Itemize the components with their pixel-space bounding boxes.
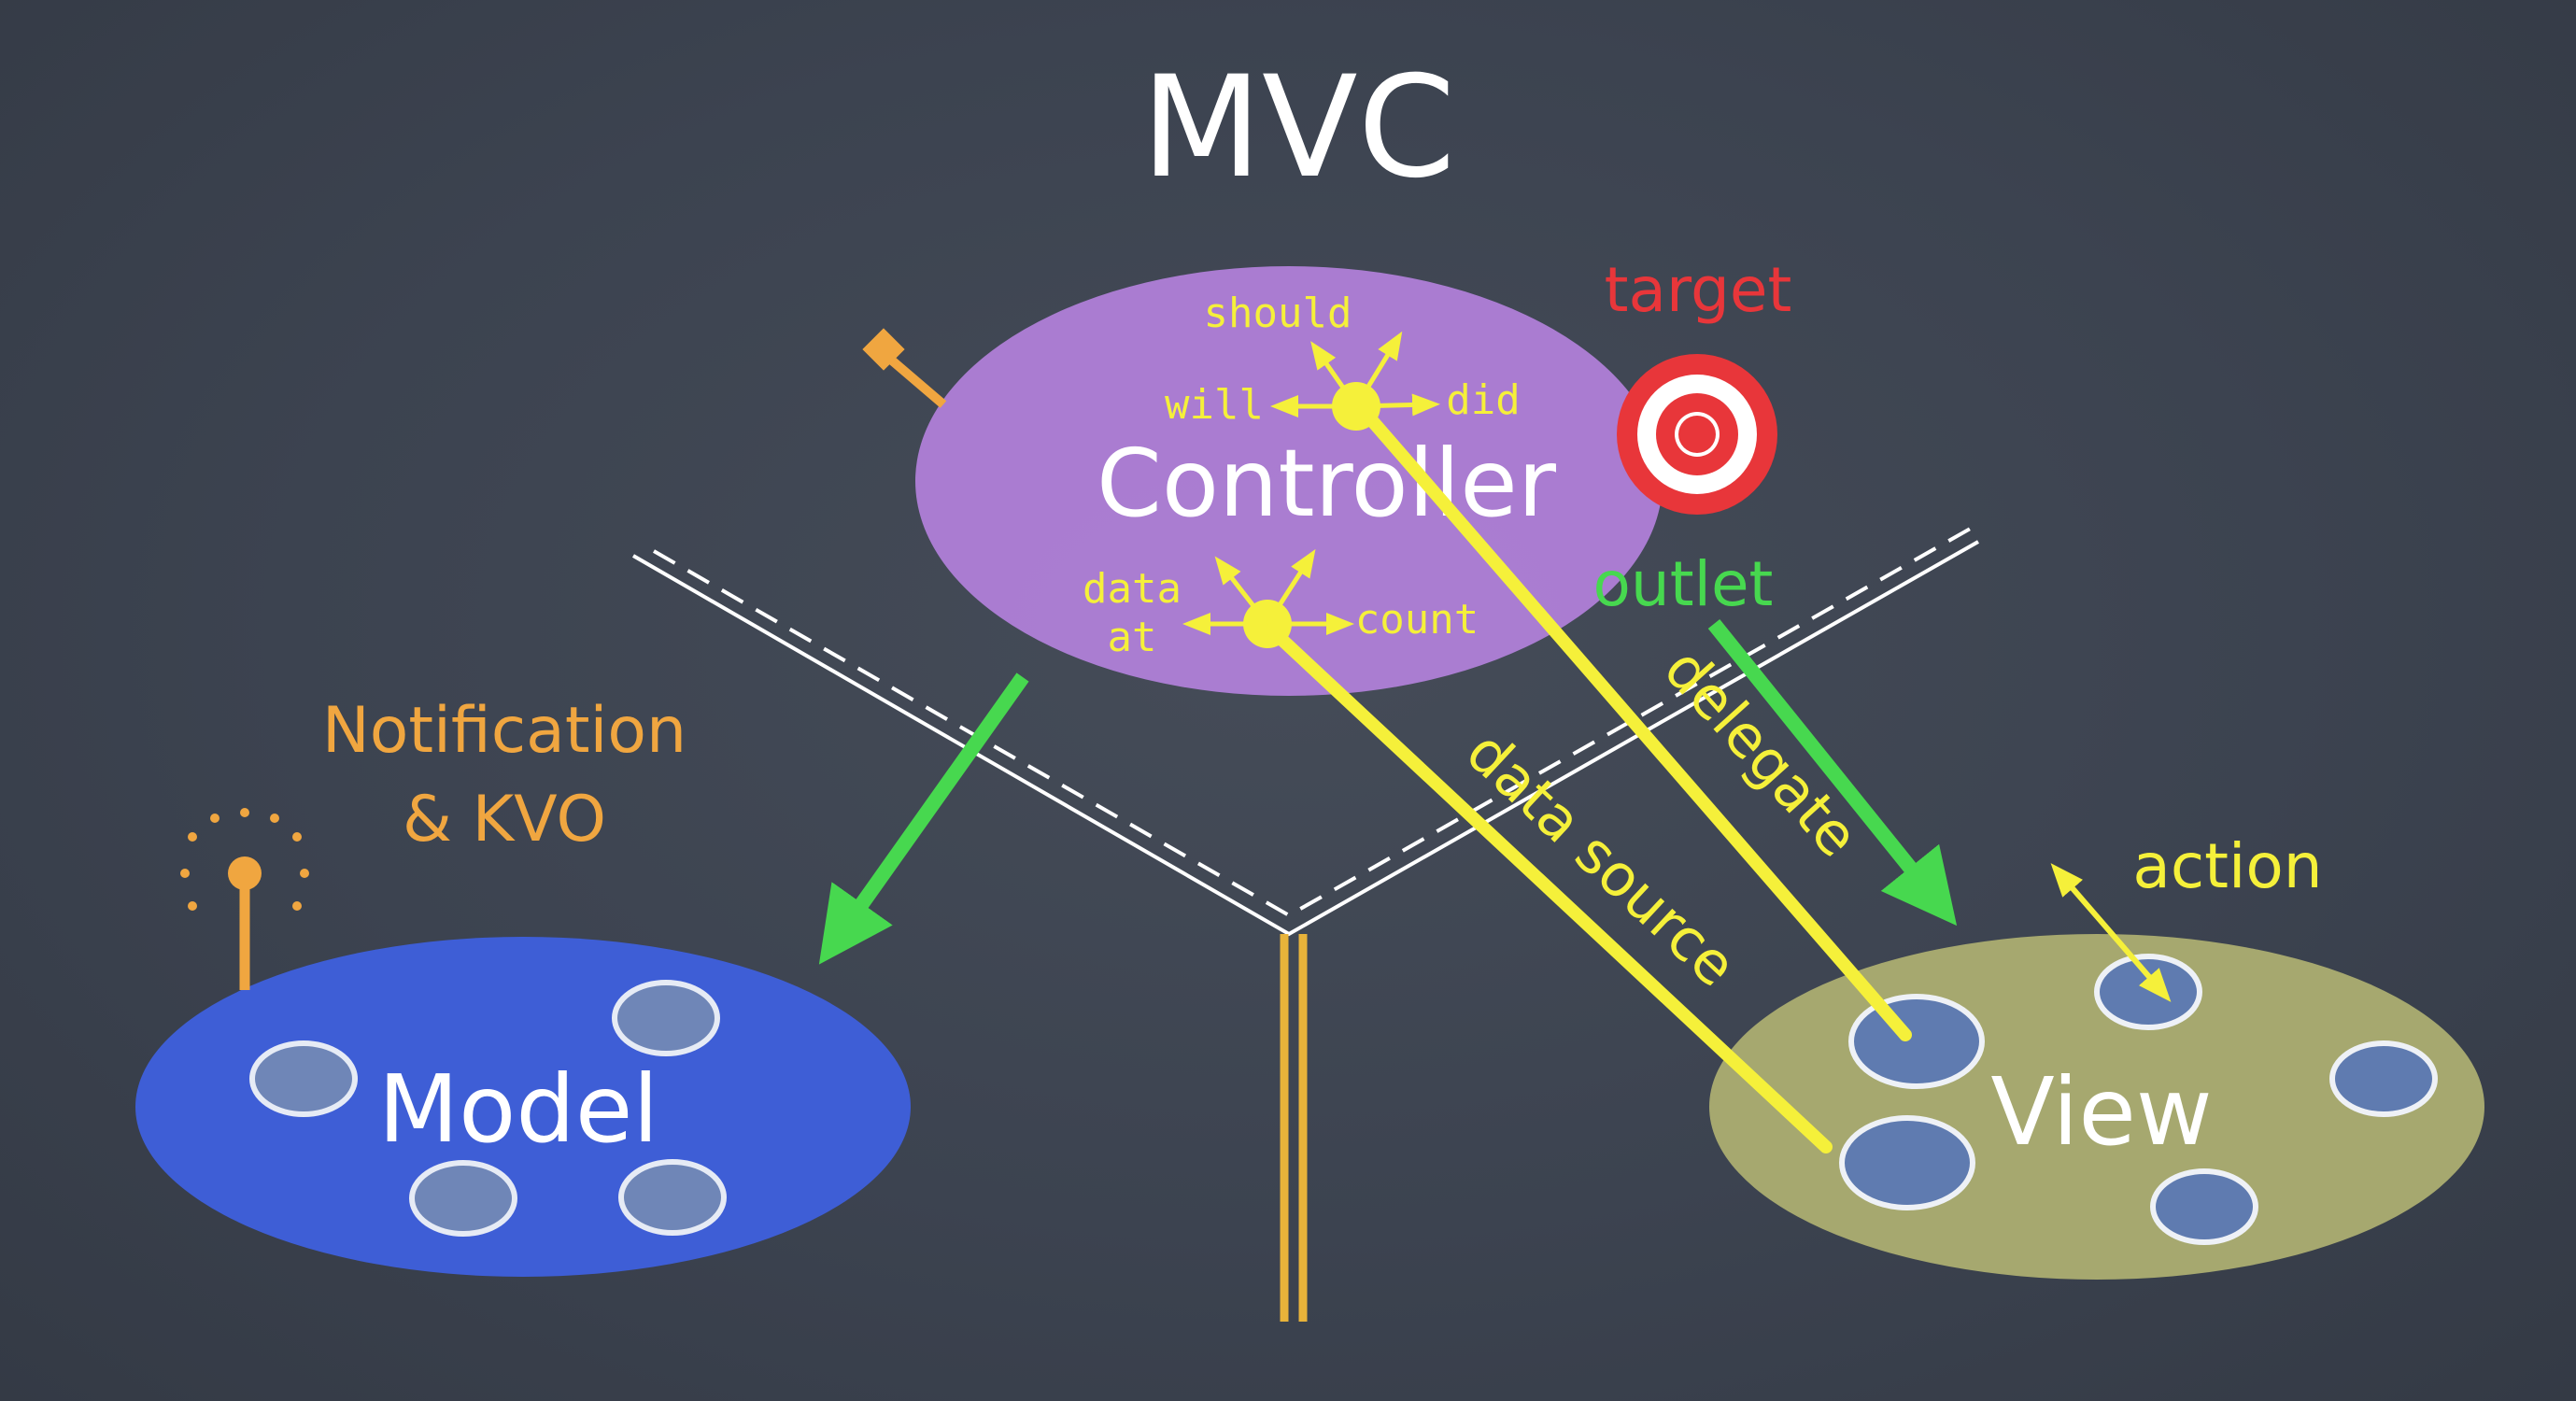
target-label: target <box>1605 254 1792 326</box>
did-label: did <box>1446 376 1520 424</box>
target-icon <box>1617 354 1777 515</box>
data-source-label: data source <box>1453 717 1749 999</box>
notification-antenna <box>180 808 309 990</box>
outlet-label: outlet <box>1593 548 1774 620</box>
data-label: data <box>1083 565 1182 613</box>
data-source-line <box>1266 624 1833 1153</box>
will-label: will <box>1165 381 1264 429</box>
action-arrow <box>2050 863 2172 1002</box>
action-label: action <box>2132 830 2322 902</box>
separator-dashed-line <box>653 521 1981 918</box>
outlet-arrow <box>1707 618 1958 927</box>
delegate-line <box>1357 404 1912 1041</box>
slide-title: MVC <box>1141 47 1456 209</box>
should-label: should <box>1204 290 1352 337</box>
notification-label-line1: Notification <box>322 694 686 768</box>
controller-to-model-arrow <box>818 672 1029 965</box>
delegate-label: delegate <box>1651 635 1873 870</box>
controller-ellipse <box>915 266 1663 696</box>
controller-antenna <box>862 328 947 408</box>
model-label: Model <box>378 1054 658 1164</box>
controller-label: Controller <box>1097 429 1557 538</box>
count-label: count <box>1355 596 1479 644</box>
notification-label-line2: & KVO <box>403 783 606 856</box>
view-label: View <box>1990 1057 2212 1167</box>
model-objects <box>249 980 727 1237</box>
at-label: at <box>1108 614 1157 661</box>
